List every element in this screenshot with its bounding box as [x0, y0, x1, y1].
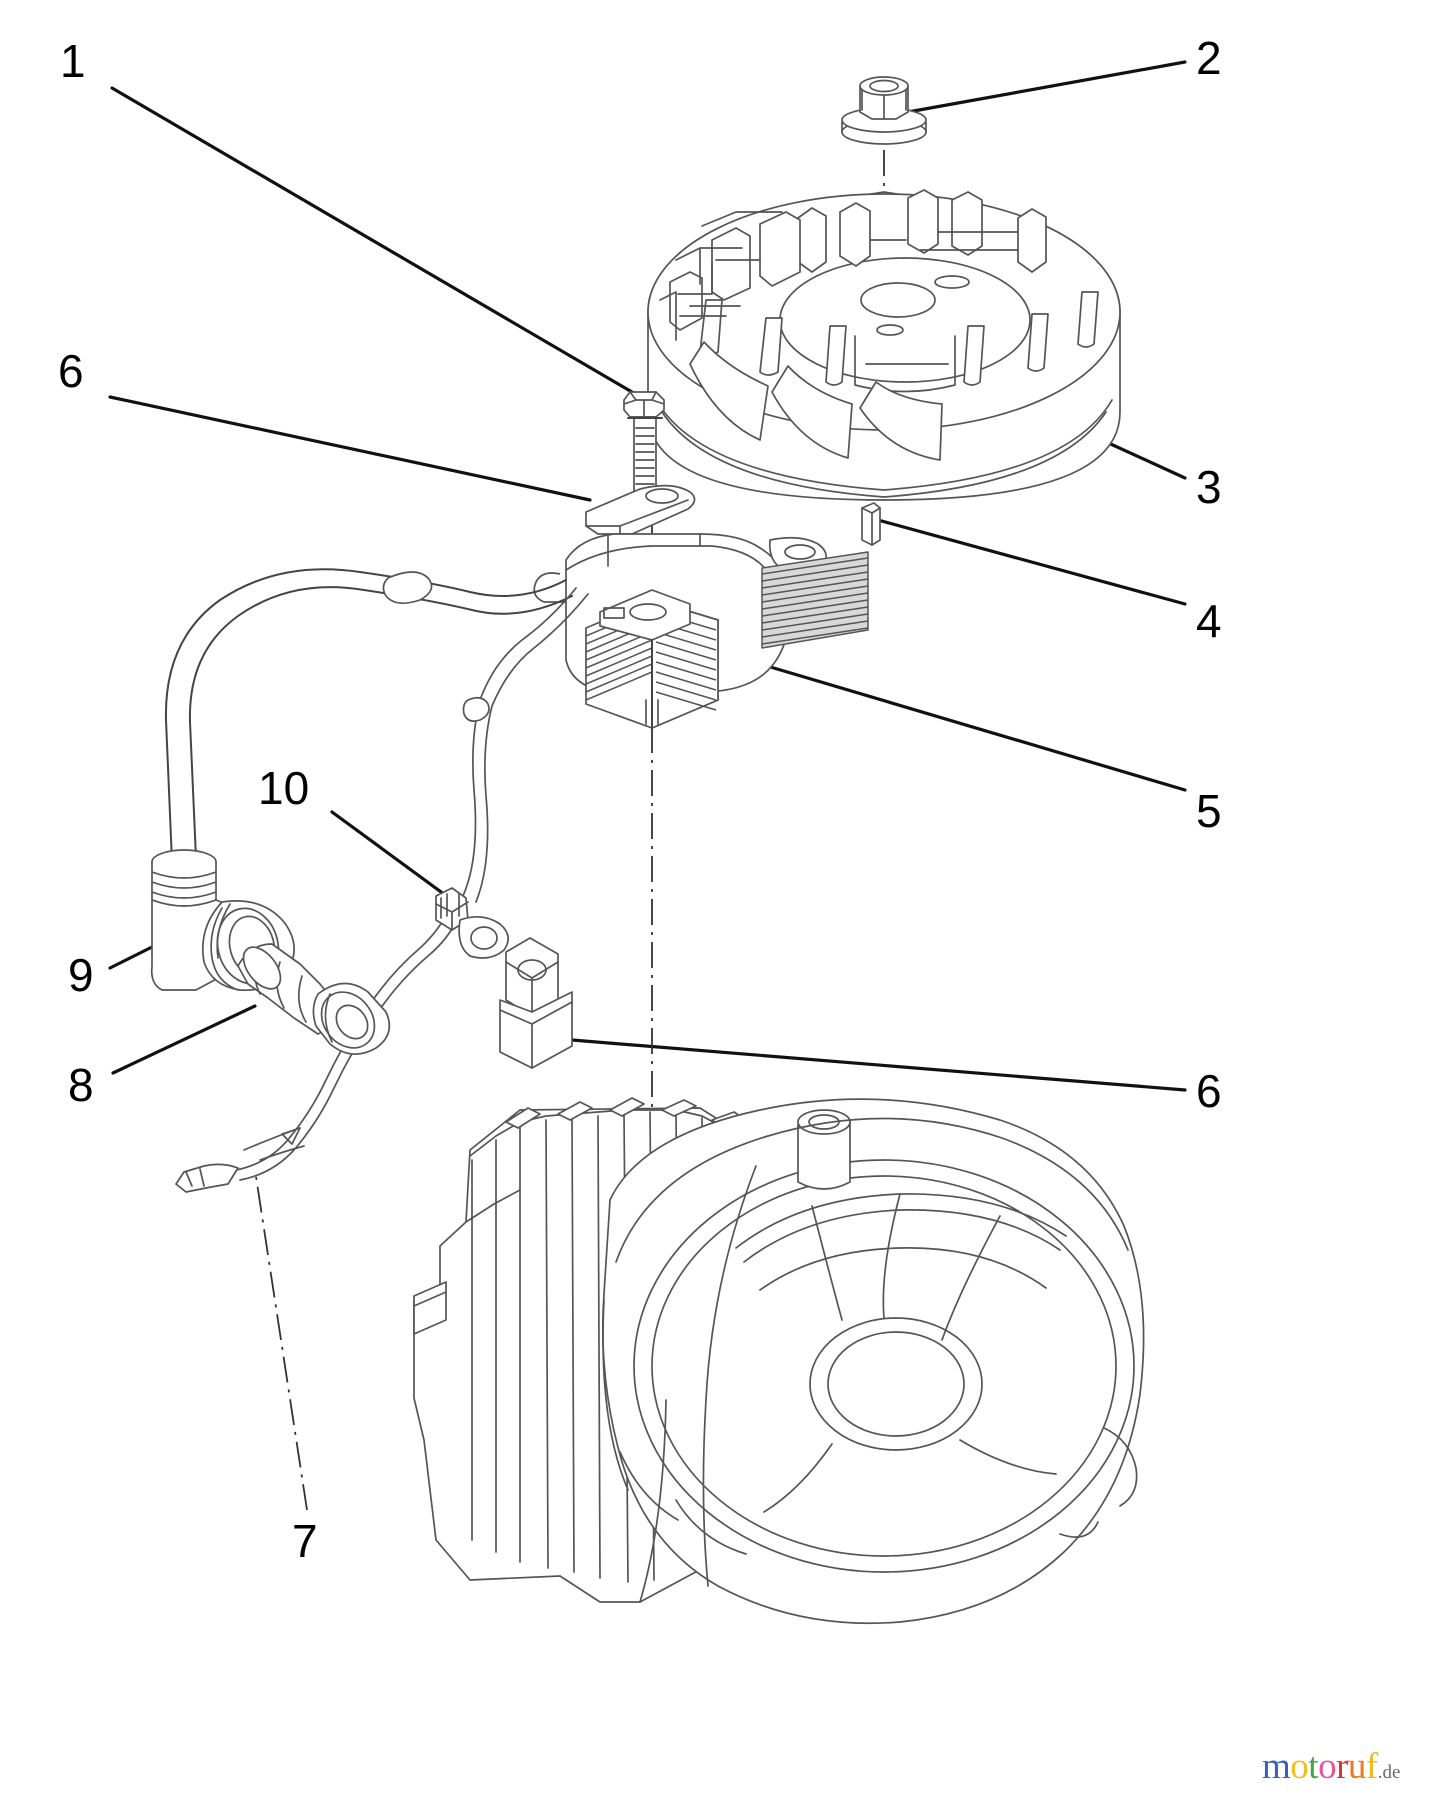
callout-label-6-lower: 6 — [1196, 1065, 1222, 1117]
flywheel — [647, 189, 1121, 501]
coil-laminations-front — [585, 589, 719, 729]
flywheel-fins-front — [699, 291, 1099, 386]
crankcase-ribs — [763, 1193, 1057, 1513]
leader-lines — [108, 60, 1187, 1511]
fin-tops — [505, 1097, 747, 1129]
leader-6b — [570, 1038, 1187, 1092]
spark-plug-boot — [150, 849, 295, 991]
watermark-letter-o2: o — [1318, 1746, 1337, 1787]
ground-terminal-lower — [499, 937, 573, 1069]
callout-label-5: 5 — [1196, 785, 1222, 837]
leader-10 — [330, 810, 454, 902]
leader-2 — [906, 60, 1187, 114]
leader-6a — [108, 395, 592, 502]
motoruf-watermark: motoruf.de — [1262, 1748, 1400, 1785]
callout-label-6-upper: 6 — [58, 345, 84, 397]
coil-laminations-right — [761, 551, 869, 649]
watermark-suffix: .de — [1377, 1762, 1401, 1783]
watermark-letter-u: u — [1347, 1746, 1367, 1787]
watermark-letter-m: m — [1262, 1746, 1291, 1787]
flywheel-vanes — [689, 341, 943, 461]
spark-plug — [237, 943, 391, 1055]
coil-mounting-bolt — [623, 391, 665, 496]
callout-label-8: 8 — [68, 1059, 94, 1111]
callout-label-10: 10 — [258, 762, 310, 814]
flywheel-terraces — [659, 211, 801, 341]
flywheel-key — [861, 502, 881, 546]
ignition-coil — [533, 533, 869, 729]
wire-connector — [435, 887, 509, 959]
watermark-letter-r: r — [1336, 1746, 1348, 1787]
callout-label-4: 4 — [1196, 595, 1222, 647]
bolt-threads — [635, 427, 655, 485]
watermark-letter-o1: o — [1290, 1746, 1309, 1787]
kill-switch-wire — [175, 587, 589, 1193]
leader-1 — [110, 86, 716, 442]
flywheel-nut — [841, 76, 927, 145]
callout-label-2: 2 — [1196, 32, 1222, 84]
watermark-letter-t: t — [1308, 1746, 1319, 1787]
callout-label-9: 9 — [68, 949, 94, 1001]
leader-8 — [111, 1004, 257, 1075]
ground-terminal-upper — [585, 484, 696, 535]
callout-label-1: 1 — [60, 35, 86, 87]
leader-5 — [755, 661, 1187, 792]
callout-label-3: 3 — [1196, 461, 1222, 513]
flywheel-fins-upper — [797, 189, 1047, 273]
engine-block-cylinder-head — [413, 1097, 1145, 1625]
leader-7 — [254, 1169, 308, 1511]
callout-label-7: 7 — [292, 1515, 318, 1567]
spark-plug-wire — [164, 568, 573, 863]
leader-4 — [876, 518, 1187, 606]
watermark-letter-f: f — [1365, 1746, 1378, 1787]
